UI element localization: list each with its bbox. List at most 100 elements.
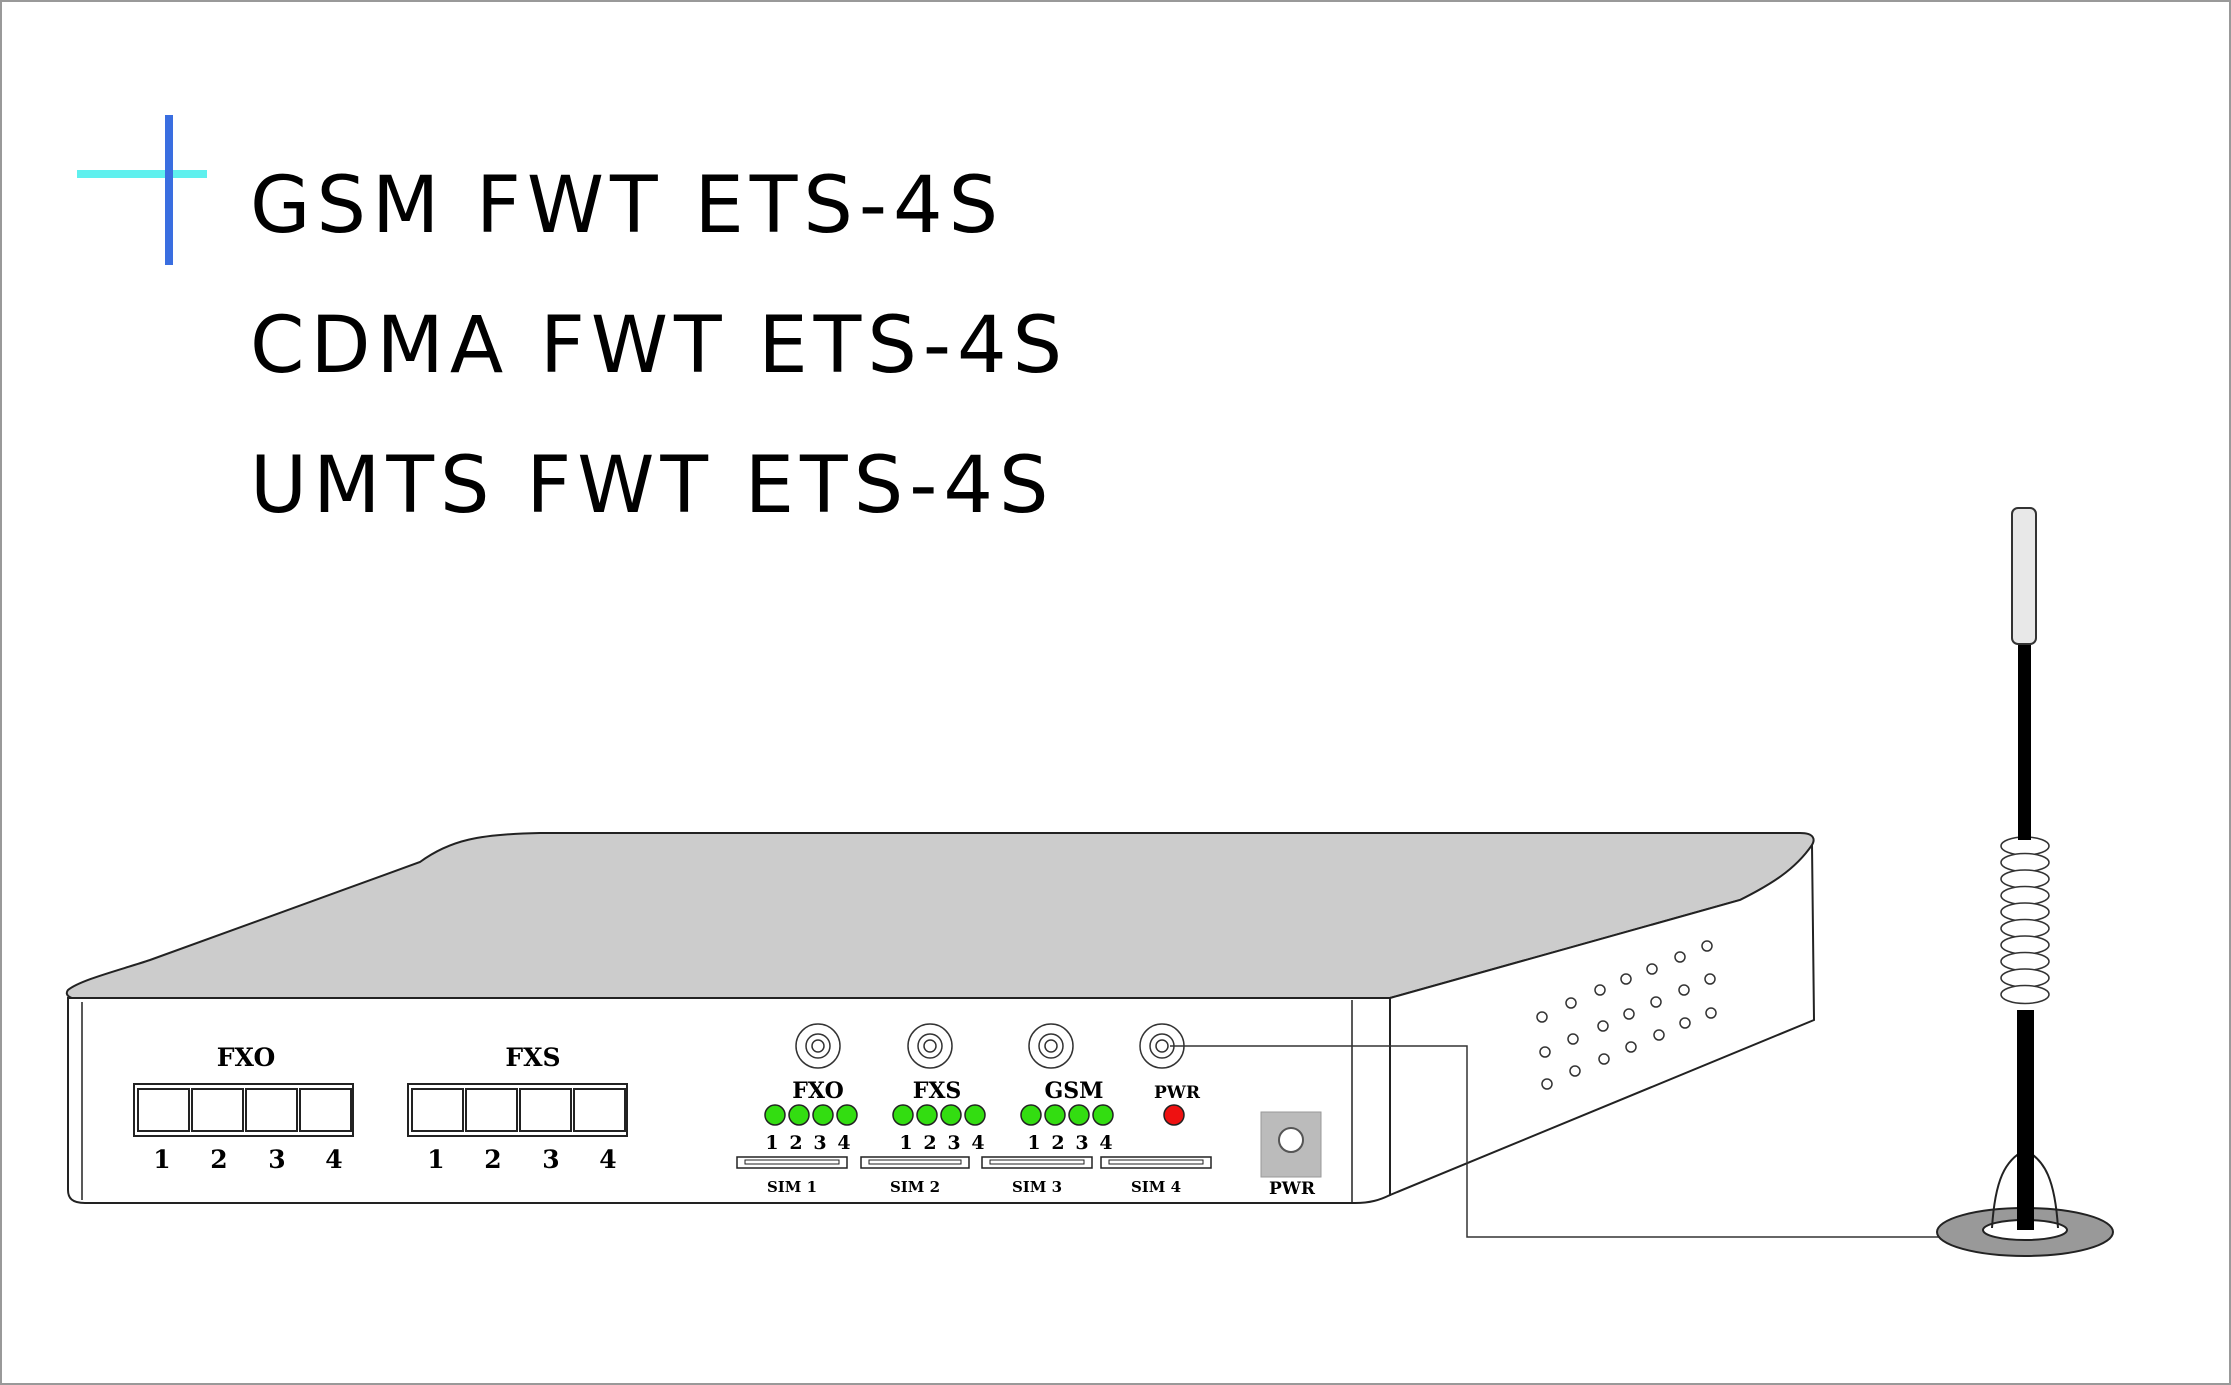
sim-slot-label: SIM 1 <box>767 1178 817 1196</box>
led-indicator <box>1020 1104 1042 1126</box>
vent-hole <box>1597 1020 1609 1032</box>
fxo-port-2[interactable] <box>191 1088 244 1132</box>
vent-hole <box>1678 984 1690 996</box>
fxs-ports-label: FXS <box>505 1043 560 1072</box>
antenna-coil-loop <box>2000 984 2050 1005</box>
led-number: 4 <box>1099 1132 1112 1154</box>
antenna-coil-loop <box>2000 852 2050 873</box>
vent-hole <box>1623 1008 1635 1020</box>
sim-slot-4[interactable]: SIM 4 <box>1100 1156 1212 1196</box>
led-number: 1 <box>765 1132 778 1154</box>
fxs-port-2[interactable] <box>465 1088 518 1132</box>
fxo-port-number: 1 <box>153 1145 170 1174</box>
antenna-coil-loop <box>2000 869 2050 889</box>
fxs-port-number: 2 <box>484 1145 501 1174</box>
led-group-label: GSM <box>1044 1078 1103 1104</box>
led-number: 3 <box>1075 1132 1088 1154</box>
led-indicator <box>1044 1104 1066 1126</box>
antenna-coil-loop <box>2000 885 2050 906</box>
antenna-cable <box>1170 1045 1945 1238</box>
led-indicator <box>788 1104 810 1126</box>
title-umts: UMTS FWT ETS-4S <box>250 441 1055 531</box>
fxs-port-number: 1 <box>427 1145 444 1174</box>
antenna-connector[interactable] <box>1028 1023 1074 1069</box>
vent-hole <box>1674 951 1686 963</box>
antenna-connector[interactable] <box>795 1023 841 1069</box>
led-number: 3 <box>813 1132 826 1154</box>
sim-slot-2[interactable]: SIM 2 <box>860 1156 970 1196</box>
sim-slots: SIM 1 SIM 2 SIM 3 SIM 4 <box>736 1156 1212 1196</box>
vent-hole <box>1650 996 1662 1008</box>
fxs-port-number: 4 <box>599 1145 616 1174</box>
led-number: 3 <box>947 1132 960 1154</box>
antenna-coil-loop <box>2000 902 2050 922</box>
led-number: 4 <box>971 1132 984 1154</box>
led-group-label: FXS <box>913 1078 962 1104</box>
led-indicator <box>964 1104 986 1126</box>
fxs-port-number: 3 <box>542 1145 559 1174</box>
vent-hole <box>1625 1041 1637 1053</box>
led-indicator <box>916 1104 938 1126</box>
fxo-port-1[interactable] <box>137 1088 190 1132</box>
fxo-port-number: 2 <box>210 1145 227 1174</box>
led-indicator <box>1068 1104 1090 1126</box>
antenna-coil-loop <box>2000 968 2050 988</box>
pwr-led-label: PWR <box>1154 1083 1201 1103</box>
vent-hole <box>1653 1029 1665 1041</box>
side-vents <box>1536 940 1717 1090</box>
vent-hole <box>1569 1065 1581 1077</box>
fxs-port-1[interactable] <box>411 1088 464 1132</box>
led-number: 2 <box>923 1132 936 1154</box>
device-body <box>65 832 1816 1204</box>
fxo-port-4[interactable] <box>299 1088 352 1132</box>
fxo-ports-label: FXO <box>217 1043 275 1072</box>
sim-slot-label: SIM 4 <box>1131 1178 1181 1196</box>
vent-hole <box>1594 984 1606 996</box>
sim-slot-label: SIM 2 <box>890 1178 940 1196</box>
pwr-led: PWR <box>1154 1083 1201 1126</box>
antenna-connector[interactable] <box>907 1023 953 1069</box>
title-gsm: GSM FWT ETS-4S <box>250 161 1004 251</box>
led-indicator <box>940 1104 962 1126</box>
vent-hole <box>1536 1011 1548 1023</box>
antenna-connectors <box>795 1023 1185 1069</box>
vent-hole <box>1646 963 1658 975</box>
power-button-label: PWR <box>1269 1179 1316 1199</box>
sim-slot-label: SIM 3 <box>1012 1178 1062 1196</box>
antenna-icon <box>1936 507 2114 1257</box>
fxs-ports: FXS 1 2 3 4 <box>407 1043 628 1174</box>
power-button-icon <box>1278 1127 1304 1153</box>
fxo-ports: FXO 1 2 3 4 <box>133 1043 354 1174</box>
power-button[interactable]: PWR <box>1260 1111 1322 1199</box>
led-number: 2 <box>1051 1132 1064 1154</box>
vent-hole <box>1705 1007 1717 1019</box>
device-side-panel <box>1389 841 1816 1197</box>
vent-hole <box>1701 940 1713 952</box>
fxs-port-3[interactable] <box>519 1088 572 1132</box>
fxo-port-number: 4 <box>325 1145 342 1174</box>
led-indicator <box>892 1104 914 1126</box>
fxs-port-4[interactable] <box>573 1088 626 1132</box>
led-indicator <box>812 1104 834 1126</box>
fxo-port-number: 3 <box>268 1145 285 1174</box>
antenna-coil-loop <box>2000 951 2050 972</box>
title-cdma: CDMA FWT ETS-4S <box>250 301 1068 391</box>
fxo-port-3[interactable] <box>245 1088 298 1132</box>
vent-hole <box>1567 1033 1579 1045</box>
sim-slot-1[interactable]: SIM 1 <box>736 1156 848 1196</box>
led-number: 1 <box>899 1132 912 1154</box>
vent-hole <box>1539 1046 1551 1058</box>
led-number: 4 <box>837 1132 850 1154</box>
vent-hole <box>1541 1078 1553 1090</box>
led-indicator <box>836 1104 858 1126</box>
vent-hole <box>1620 973 1632 985</box>
led-indicator <box>1092 1104 1114 1126</box>
sim-slot-3[interactable]: SIM 3 <box>981 1156 1093 1196</box>
vent-hole <box>1679 1017 1691 1029</box>
vent-hole <box>1598 1053 1610 1065</box>
